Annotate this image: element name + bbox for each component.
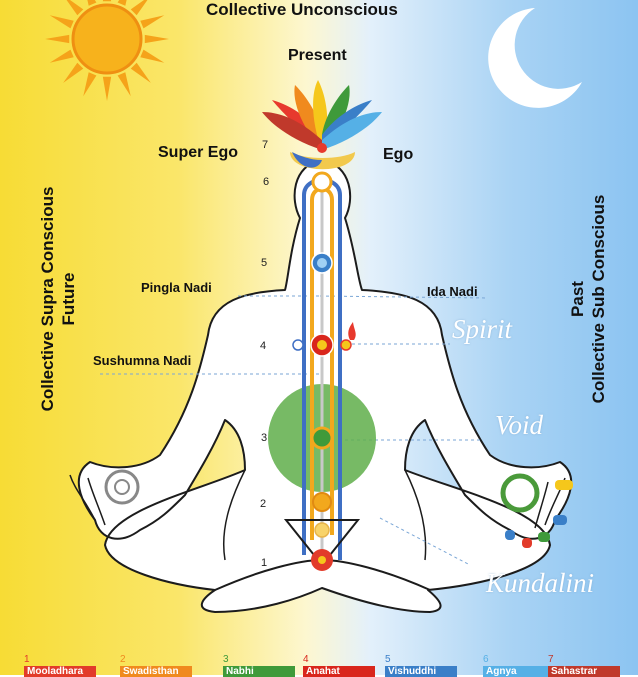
sun-ray [49, 15, 74, 29]
leader-lines [100, 295, 489, 566]
sun-ray [63, 62, 84, 83]
sun-rays [45, 0, 169, 101]
pingla-nadi-label: Pingla Nadi [141, 280, 212, 295]
legend-label: Mooladhara [24, 666, 96, 677]
right-vertical-line2: Collective Sub Conscious [589, 194, 608, 404]
sacrum-triangle [283, 519, 361, 567]
sun-ray [66, 0, 84, 16]
legend-label: Swadisthan [120, 666, 192, 677]
sun-ray [140, 15, 165, 29]
left-vertical-line1: Collective Supra Conscious [38, 186, 57, 412]
left-vertical-line2: Future [59, 272, 78, 326]
legend-number: 7 [548, 654, 554, 665]
super-ego-label: Super Ego [158, 144, 239, 161]
legend-number: 6 [483, 654, 489, 665]
legend-label: Anahat [303, 666, 375, 677]
legend-label: Agnya [483, 666, 555, 677]
side-number-4: 4 [260, 340, 267, 352]
right-knee-crease [404, 469, 427, 561]
flame-icon [348, 322, 356, 340]
side-number-2: 2 [260, 498, 267, 510]
sun-ray [130, 0, 148, 16]
sun-ray [45, 34, 70, 44]
left-hand-fingers [69, 474, 106, 526]
sun-ray [49, 49, 74, 63]
kundalini-label: Kundalini [486, 568, 595, 598]
side-number-1: 1 [261, 557, 268, 569]
legend-label: Sahastrar [548, 666, 620, 677]
side-number-5: 5 [261, 257, 268, 269]
legend-number: 5 [385, 654, 391, 665]
right-vertical-line1: Past [568, 281, 587, 317]
left-heart-dot [292, 339, 304, 351]
sun-ray [130, 62, 151, 83]
sun-ray [140, 49, 165, 63]
void-label: Void [495, 410, 544, 440]
left-vertical-label: Collective Supra Conscious Future [37, 149, 79, 449]
legend-label: Nabhi [223, 666, 295, 677]
collective-unconscious-label: Collective Unconscious [206, 0, 398, 19]
right-hand-finger-tips [505, 480, 573, 548]
left-hand-circle [104, 469, 140, 505]
swadisthan-chakra [312, 492, 332, 512]
legend-number: 2 [120, 654, 126, 665]
side-number-7: 7 [262, 139, 269, 151]
right-heart-dot [340, 339, 352, 351]
sun-icon [45, 0, 169, 101]
legend-number: 4 [303, 654, 309, 665]
legend-number: 1 [24, 654, 30, 665]
chakras [292, 171, 356, 538]
sun-ray [102, 0, 112, 2]
sun-ray [144, 34, 169, 44]
sahastrar-lotus [262, 80, 382, 170]
nabhi-chakra [310, 426, 334, 450]
ego-label: Ego [383, 146, 414, 163]
present-label: Present [288, 47, 347, 64]
ida-nadi-label: Ida Nadi [427, 284, 478, 299]
spirit-label: Spirit [452, 314, 513, 344]
agnya-chakra [311, 171, 333, 193]
left-knee-crease [222, 469, 246, 561]
legend-number: 3 [223, 654, 229, 665]
sun-ray [117, 72, 131, 97]
right-vertical-label: Past Collective Sub Conscious [567, 149, 609, 449]
legend-label: Vishuddhi [385, 666, 457, 677]
sun-ray [117, 0, 127, 6]
sun-ray [83, 72, 97, 97]
moon-icon [488, 8, 582, 108]
sun-ray [102, 76, 112, 101]
sushumna-nadi-label: Sushumna Nadi [93, 353, 192, 368]
right-hand-circle [500, 473, 540, 513]
side-number-3: 3 [261, 432, 268, 444]
side-number-6: 6 [263, 176, 270, 188]
sun-ray [87, 0, 97, 6]
